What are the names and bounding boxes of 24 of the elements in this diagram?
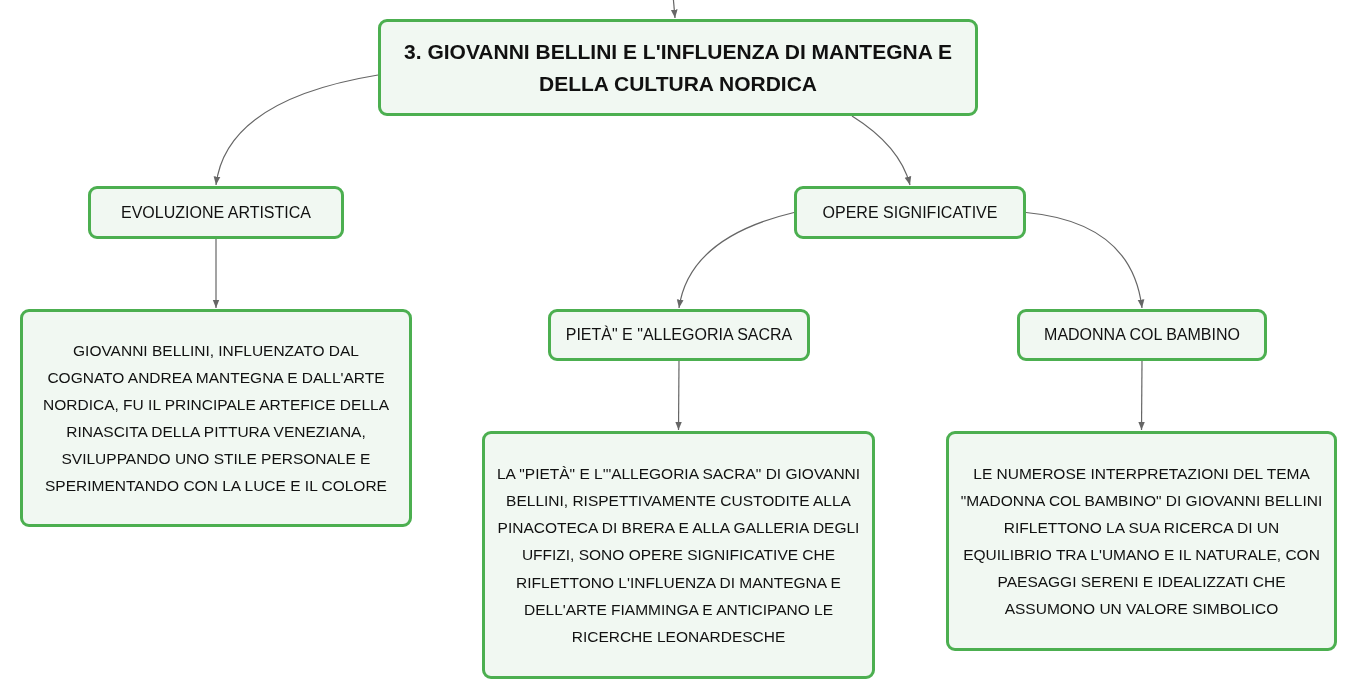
title-box xyxy=(378,19,978,116)
connector-arrow xyxy=(1138,360,1145,431)
topic-box xyxy=(88,186,344,239)
description-text: LA "PIETÀ" E L'"ALLEGORIA SACRA" DI GIOVANNI BELLINI, RISPETTIVAMENTE CUSTODITE ALLA PINACOTECA DI BRERA E ALLA GALLERIA DEGLI UFFIZI, SONO OPERE SIGNIFICATIVE CHE RIFLETTONO L'INFLUENZA DI MANTEGNA E DELL'ARTE FIAMMINGA E ANTICIPANO LE RICERCHE LEONARDESCHE xyxy=(495,464,862,647)
connector-arrow xyxy=(677,211,795,309)
topic-label: PIETÀ" E "ALLEGORIA SACRA xyxy=(565,324,793,345)
topic-box xyxy=(1017,309,1267,361)
description-box xyxy=(482,431,875,679)
title-text: 3. GIOVANNI BELLINI E L'INFLUENZA DI MANTEGNA E DELLA CULTURA NORDICA xyxy=(403,39,953,97)
connector-arrow xyxy=(670,0,678,19)
topic-box xyxy=(548,309,810,361)
connector-arrow xyxy=(851,115,911,186)
topic-label: MADONNA COL BAMBINO xyxy=(1044,325,1240,345)
connector-arrow xyxy=(1025,211,1144,309)
description-text: LE NUMEROSE INTERPRETAZIONI DEL TEMA "MADONNA COL BAMBINO" DI GIOVANNI BELLINI RIFLETTONO LA SUA RICERCA DI UN EQUILIBRIO TRA L'UMANO E IL NATURALE, CON PAESAGGI SERENI E IDEALIZZATI CHE ASSUMONO UN VALORE SIMBOLICO xyxy=(959,463,1324,620)
description-box xyxy=(946,431,1337,651)
connector-arrow xyxy=(214,74,379,186)
topic-label: OPERE SIGNIFICATIVE xyxy=(822,202,998,223)
connector-arrow xyxy=(212,238,220,309)
topic-box xyxy=(794,186,1026,239)
connector-arrow xyxy=(675,360,682,431)
topic-label: EVOLUZIONE ARTISTICA xyxy=(121,202,311,223)
description-text: GIOVANNI BELLINI, INFLUENZATO DAL COGNATO ANDREA MANTEGNA E DALL'ARTE NORDICA, FU IL PRINCIPALE ARTEFICE DELLA RINASCITA DELLA PITTURA VENEZIANA, SVILUPPANDO UNO STILE PERSONALE E SPERIMENTANDO CON LA LUCE E IL COLORE xyxy=(42,340,390,497)
description-box xyxy=(20,309,412,527)
